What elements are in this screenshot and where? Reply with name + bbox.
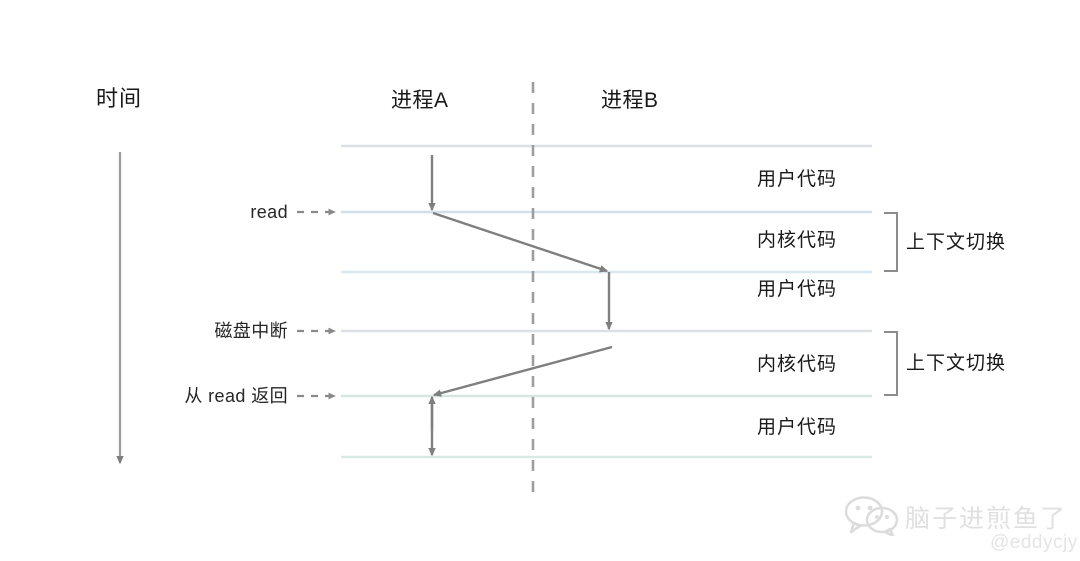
flow-arrow-a-to-b-context-switch xyxy=(432,211,609,273)
context-switch-brackets xyxy=(884,212,898,396)
bracket-2 xyxy=(884,331,898,396)
flow-arrow-b-to-a-context-switch xyxy=(432,345,613,397)
column-header-process-b: 进程B xyxy=(601,89,659,112)
band-label-kernel-code-2: 内核代码 xyxy=(757,354,838,375)
left-label-read: read xyxy=(250,202,288,222)
left-label-return-from-read: 从 read 返回 xyxy=(184,386,288,406)
left-label-disk-interrupt: 磁盘中断 xyxy=(214,321,288,341)
time-axis-title: 时间 xyxy=(96,86,143,111)
band-label-user-code-1: 用户代码 xyxy=(757,169,838,190)
column-header-process-a: 进程A xyxy=(391,89,449,112)
band-label-user-code-3: 用户代码 xyxy=(757,417,838,438)
bracket-1 xyxy=(884,212,898,272)
left-pointer-arrows xyxy=(297,208,337,400)
band-lines xyxy=(341,144,872,459)
bracket-label-context-switch-1: 上下文切换 xyxy=(906,232,1007,253)
band-label-user-code-2: 用户代码 xyxy=(757,279,838,300)
bracket-label-context-switch-2: 上下文切换 xyxy=(906,353,1007,374)
flow-arrows xyxy=(428,155,613,457)
band-label-kernel-code-1: 内核代码 xyxy=(757,230,838,251)
